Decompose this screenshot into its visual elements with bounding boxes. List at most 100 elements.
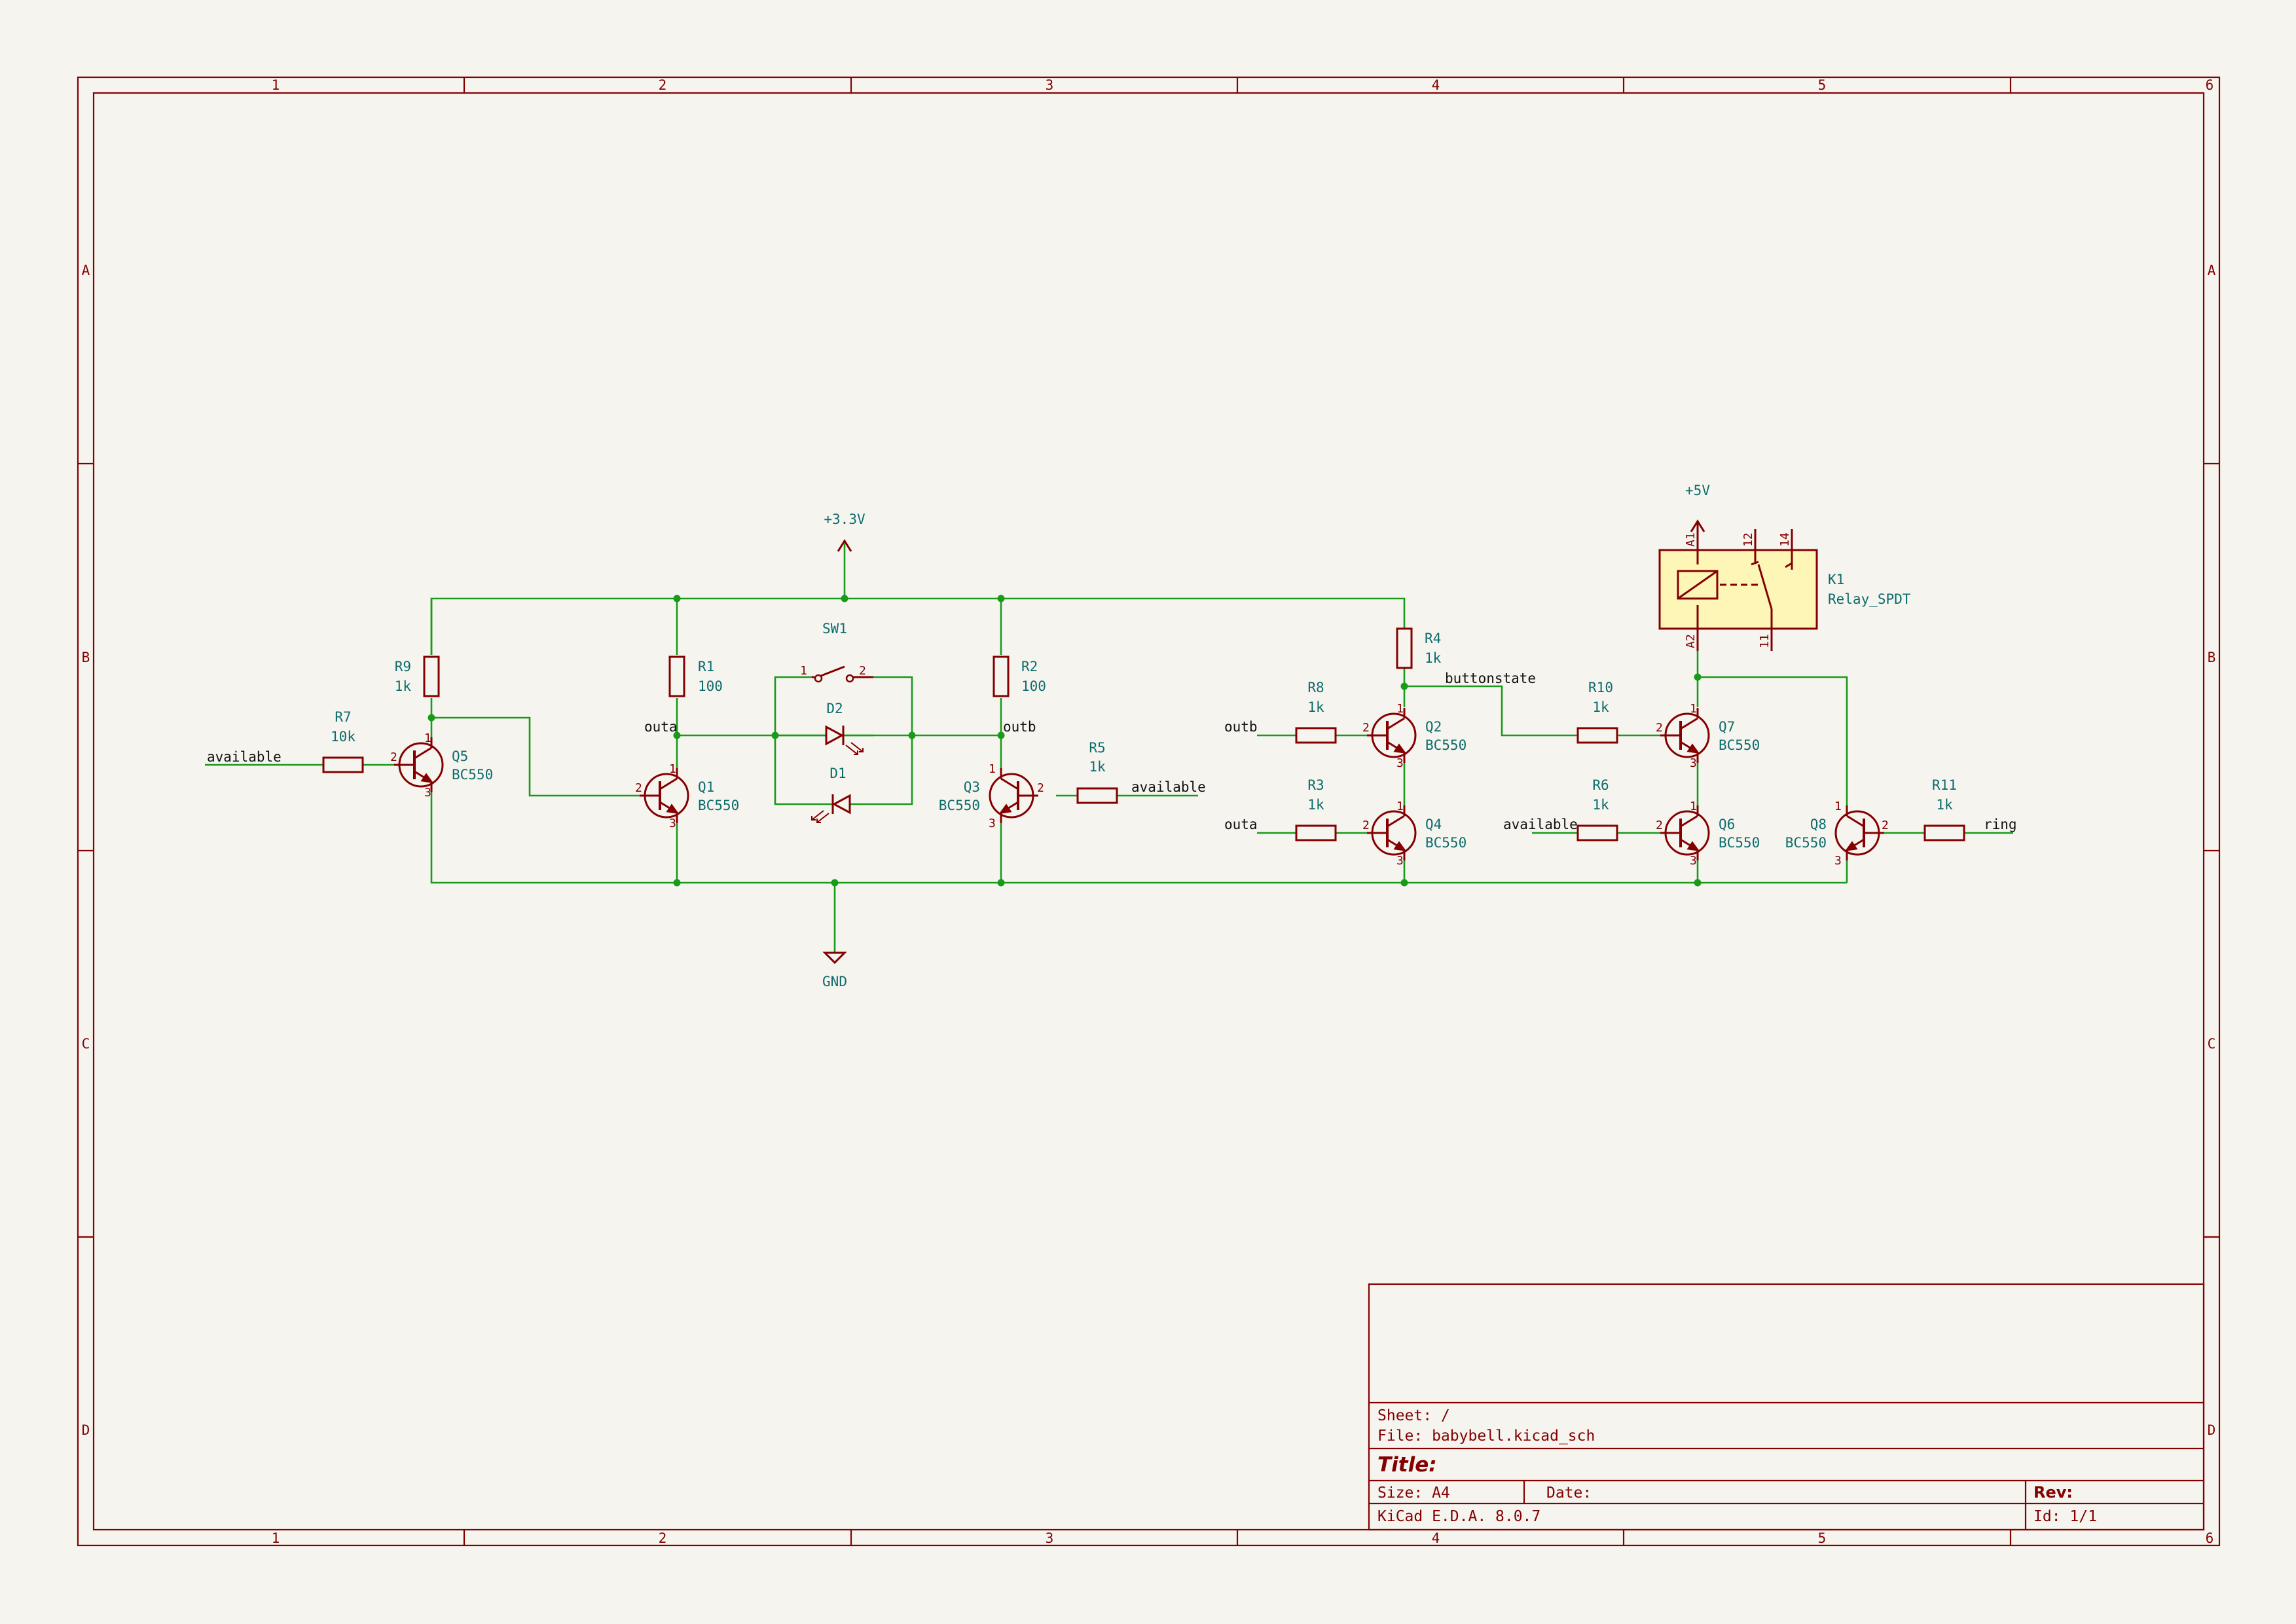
wires [205, 544, 2013, 953]
resistor-r9[interactable]: R9 1k [395, 655, 440, 697]
r1-value: 100 [698, 678, 723, 694]
power-5v-symbol: +5V [1685, 483, 1710, 550]
transistor-q3[interactable]: 2 1 3 Q3 BC550 [939, 762, 1044, 830]
netlabel-buttonstate: buttonstate [1445, 671, 1536, 686]
power-3v3-label: +3.3V [824, 511, 866, 527]
zone-col-3-bottom: 3 [1046, 1530, 1054, 1546]
q6-ref: Q6 [1719, 817, 1735, 832]
zone-col-2-bottom: 2 [659, 1530, 667, 1546]
k1-value: Relay_SPDT [1828, 591, 1911, 607]
transistor-q7[interactable]: 2 1 3 Q7 BC550 [1656, 702, 1760, 770]
transistor-q6[interactable]: 2 1 3 Q6 BC550 [1656, 800, 1760, 868]
zone-row-b-left: B [82, 650, 90, 665]
resistor-r6[interactable]: R6 1k [1576, 777, 1618, 841]
r4-ref: R4 [1425, 631, 1441, 646]
switch-sw1[interactable]: 1 2 SW1 [800, 621, 873, 683]
r3-ref: R3 [1307, 777, 1324, 793]
netlabel-available-1: available [207, 749, 282, 765]
k1-pin-11: 11 [1758, 634, 1772, 648]
transistor-q5[interactable]: 2 1 3 Q5 BC550 [390, 731, 493, 800]
tb-tool: KiCad E.D.A. 8.0.7 [1377, 1508, 1540, 1525]
q7-pin-2: 2 [1656, 721, 1663, 735]
zone-col-6-top: 6 [2206, 77, 2214, 93]
transistor-q1[interactable]: 2 1 3 Q1 BC550 [635, 762, 739, 830]
r8-ref: R8 [1307, 680, 1324, 695]
resistor-r5[interactable]: R5 1k [1076, 740, 1118, 804]
r9-value: 1k [395, 678, 412, 694]
k1-pin-a2: A2 [1684, 634, 1698, 648]
r8-value: 1k [1307, 699, 1324, 715]
gnd-label: GND [822, 974, 847, 989]
q1-pin-1: 1 [669, 762, 676, 776]
resistor-r1[interactable]: R1 100 [668, 655, 723, 697]
q7-value: BC550 [1719, 737, 1760, 753]
transistor-q8[interactable]: 2 1 3 Q8 BC550 [1785, 800, 1889, 868]
q5-pin-1: 1 [424, 731, 431, 745]
title-block: Sheet: / File: babybell.kicad_sch Title:… [1368, 1283, 2205, 1531]
q7-pin-3: 3 [1690, 756, 1697, 770]
resistor-r2[interactable]: R2 100 [993, 655, 1046, 697]
q3-pin-2: 2 [1037, 781, 1044, 795]
resistor-r11[interactable]: R11 1k [1923, 777, 1965, 841]
resistor-r10[interactable]: R10 1k [1576, 680, 1618, 744]
q4-ref: Q4 [1425, 817, 1442, 832]
zone-row-d-left: D [82, 1422, 90, 1438]
drawing-frame: 1 2 3 4 5 6 1 2 3 4 5 6 A B C D A B C D [77, 76, 2221, 1547]
k1-ref: K1 [1828, 572, 1844, 587]
zone-col-6-bottom: 6 [2206, 1530, 2214, 1546]
zone-col-1-bottom: 1 [272, 1530, 280, 1546]
resistor-r3[interactable]: R3 1k [1295, 777, 1337, 841]
tb-rev: Rev: [2033, 1483, 2073, 1502]
netlabel-outa-1: outa [644, 719, 678, 735]
k1-pin-a1: A1 [1684, 532, 1698, 547]
q8-value: BC550 [1785, 835, 1827, 851]
q4-value: BC550 [1425, 835, 1467, 851]
led-d2[interactable]: D2 [818, 701, 873, 755]
tb-file: File: babybell.kicad_sch [1377, 1428, 1595, 1445]
k1-pin-12: 12 [1741, 532, 1755, 547]
resistor-r4[interactable]: R4 1k [1396, 627, 1442, 669]
transistor-q2[interactable]: 2 1 3 Q2 BC550 [1362, 702, 1467, 770]
zone-row-d-right: D [2208, 1422, 2216, 1438]
tb-date: Date: [1546, 1485, 1592, 1502]
q2-ref: Q2 [1425, 719, 1442, 735]
q1-pin-3: 3 [669, 817, 676, 830]
q3-ref: Q3 [964, 779, 980, 795]
q6-pin-2: 2 [1656, 819, 1663, 832]
q6-value: BC550 [1719, 835, 1760, 851]
zone-row-a-left: A [82, 263, 90, 278]
resistor-r8[interactable]: R8 1k [1295, 680, 1337, 744]
r5-ref: R5 [1089, 740, 1105, 756]
relay-k1[interactable]: A1 A2 12 14 11 K1 Relay_SPDT [1658, 529, 1911, 651]
tb-sheet: Sheet: / [1377, 1407, 1450, 1424]
zone-col-2-top: 2 [659, 77, 667, 93]
q3-pin-3: 3 [989, 817, 996, 830]
q6-pin-3: 3 [1690, 854, 1697, 868]
netlabel-available-2: available [1131, 779, 1206, 795]
r7-ref: R7 [335, 709, 351, 725]
zone-row-c-right: C [2208, 1036, 2216, 1052]
zone-row-a-right: A [2208, 263, 2216, 278]
q3-pin-1: 1 [989, 762, 996, 776]
q5-value: BC550 [452, 767, 493, 783]
q2-pin-3: 3 [1396, 756, 1404, 770]
transistor-q4[interactable]: 2 1 3 Q4 BC550 [1362, 800, 1467, 868]
netlabel-ring: ring [1984, 817, 2017, 832]
d2-ref: D2 [826, 701, 843, 716]
zone-row-c-left: C [82, 1036, 90, 1052]
gnd-symbol: GND [822, 951, 847, 989]
netlabel-outa-2: outa [1224, 817, 1258, 832]
zone-col-5-top: 5 [1818, 77, 1827, 93]
q8-pin-2: 2 [1882, 819, 1889, 832]
led-d1[interactable]: D1 [811, 766, 858, 823]
netlabel-available-3: available [1503, 817, 1578, 832]
q4-pin-1: 1 [1396, 800, 1404, 813]
q1-ref: Q1 [698, 779, 714, 795]
netlabel-outb-1: outb [1003, 719, 1036, 735]
tb-size: Size: A4 [1377, 1485, 1450, 1502]
r11-value: 1k [1936, 797, 1953, 813]
r4-value: 1k [1425, 650, 1442, 666]
resistor-r7[interactable]: R7 10k [322, 709, 364, 773]
zone-row-b-right: B [2208, 650, 2216, 665]
